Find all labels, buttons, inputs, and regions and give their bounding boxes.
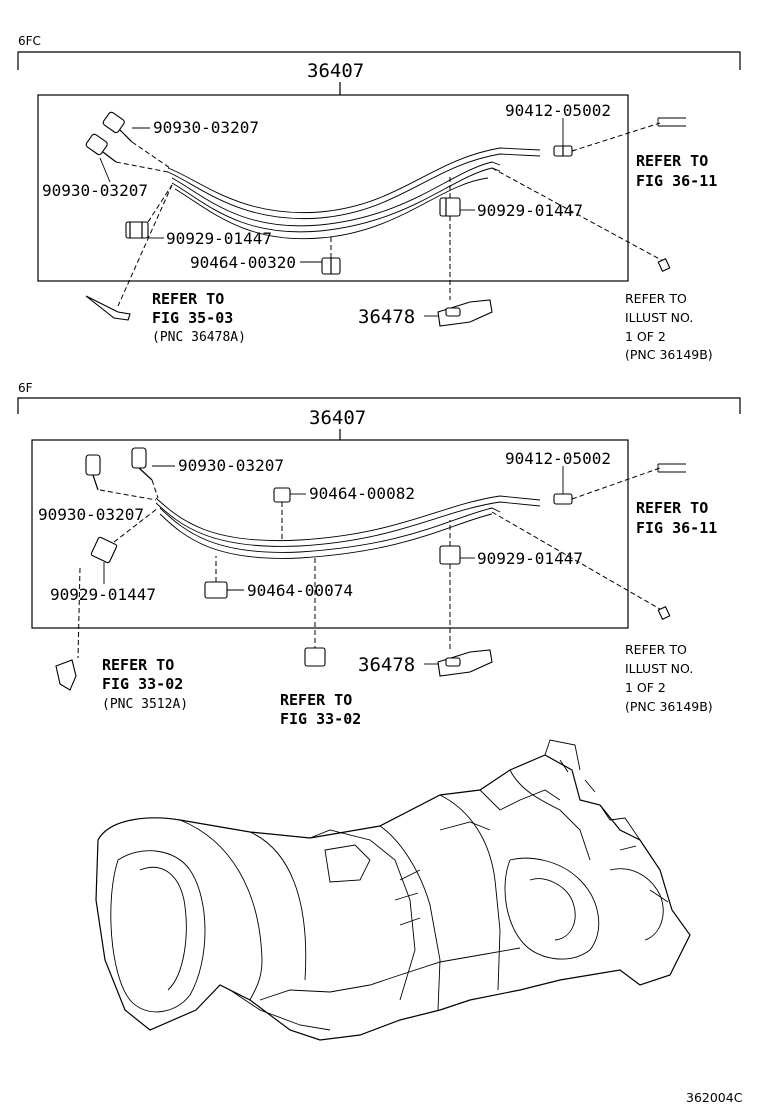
v2-part-clamp-upper[interactable]: 90464-00082 [309,484,415,503]
clamp-icon[interactable] [204,581,228,599]
v2-ref-fig-36-11-line1[interactable]: REFER TO [636,499,708,517]
variant-1-label: 6FC [18,34,41,48]
v2-ref-fig-33-02-center-line1[interactable]: REFER TO [280,691,352,709]
v1-ref-fig-36-11-line1[interactable]: REFER TO [636,152,708,170]
v2-external-tube [657,463,686,473]
v2-ref-fig-33-02-left-line2[interactable]: FIG 33-02 [102,675,183,693]
variant-2-bracket-line [17,397,741,414]
union-icon[interactable] [553,493,573,505]
v2-part-bracket[interactable]: 36478 [358,654,415,676]
v2-ref-illust-line2[interactable]: ILLUST NO. [625,661,693,676]
v2-ref-illust-line4[interactable]: (PNC 36149B) [625,699,713,714]
v2-connector-icon [657,606,671,620]
v2-part-clamp-lower[interactable]: 90464-00074 [247,581,353,600]
v1-part-clip-left[interactable]: 90929-01447 [166,229,272,248]
bracket-icon[interactable] [437,299,493,327]
v1-part-union-right[interactable]: 90412-05002 [505,101,611,120]
clamp-icon[interactable] [273,487,291,503]
variant-2-assembly-box [31,439,629,629]
v1-ref-fig-35-03-line3[interactable]: (PNC 36478A) [152,330,246,345]
v2-ref-fig-33-02-center-line2[interactable]: FIG 33-02 [280,710,361,728]
variant-2-assembly-number[interactable]: 36407 [309,407,366,429]
v1-ref-illust-line1[interactable]: REFER TO [625,291,687,306]
v1-external-tube [657,117,686,127]
union-icon[interactable] [553,145,573,157]
variant-2-section: 6F 36407 90930-03207 90930-03207 [17,381,741,728]
variant-1-assembly-number[interactable]: 36407 [307,60,364,82]
variant-1-assembly-box [37,94,629,282]
v1-part-clamp-center[interactable]: 90464-00320 [190,253,296,272]
bracket-icon[interactable] [437,649,493,677]
clip-icon[interactable] [125,221,149,239]
clamp-icon[interactable] [321,257,341,275]
v1-part-clip-right[interactable]: 90929-01447 [477,201,583,220]
hose-fitting-icon[interactable] [102,111,133,143]
v1-ref-illust-line3[interactable]: 1 OF 2 [625,329,666,344]
v2-part-hose-fitting-left[interactable]: 90930-03207 [38,505,144,524]
variant-2-label: 6F [18,381,33,395]
v1-part-hose-fitting-top[interactable]: 90930-03207 [153,118,259,137]
v2-ref-fig-33-02-left-line3[interactable]: (PNC 3512A) [102,697,188,712]
v1-ref-fig-36-11-line2[interactable]: FIG 36-11 [636,172,717,190]
variant-2-tubes [155,495,541,559]
clip-icon[interactable] [439,545,461,565]
hose-fitting-icon[interactable] [131,447,153,481]
v1-ref-illust-line2[interactable]: ILLUST NO. [625,310,693,325]
v1-ref-part-icon [85,295,131,321]
v2-ref-fig-33-02-left-line1[interactable]: REFER TO [102,656,174,674]
hose-fitting-icon[interactable] [85,454,101,491]
transmission-illustration [95,739,691,1041]
v1-part-bracket[interactable]: 36478 [358,306,415,328]
v1-ref-fig-35-03-line2[interactable]: FIG 35-03 [152,309,233,327]
v2-part-clip-right[interactable]: 90929-01447 [477,549,583,568]
v2-ref-part-icon-left [55,659,77,691]
clip-icon[interactable] [90,536,118,564]
clip-icon[interactable] [439,197,461,217]
v2-part-hose-fitting-top[interactable]: 90930-03207 [178,456,284,475]
clamp-icon[interactable] [304,647,326,667]
v2-ref-fig-36-11-line2[interactable]: FIG 36-11 [636,519,717,537]
hose-fitting-icon[interactable] [85,133,117,163]
v1-connector-icon [657,258,671,272]
v2-ref-illust-line1[interactable]: REFER TO [625,642,687,657]
v2-part-union-right[interactable]: 90412-05002 [505,449,611,468]
variant-1-bracket-line [17,51,741,70]
v1-ref-fig-35-03-line1[interactable]: REFER TO [152,290,224,308]
v2-ref-illust-line3[interactable]: 1 OF 2 [625,680,666,695]
v1-ref-illust-line4[interactable]: (PNC 36149B) [625,347,713,362]
diagram-code: 362004C [686,1090,743,1105]
variant-1-section: 6FC 36407 90930-03207 90930-03207 [17,34,741,362]
variant-1-tubes [167,147,541,240]
v1-part-hose-fitting-left[interactable]: 90930-03207 [42,181,148,200]
v2-part-clip-left[interactable]: 90929-01447 [50,585,156,604]
